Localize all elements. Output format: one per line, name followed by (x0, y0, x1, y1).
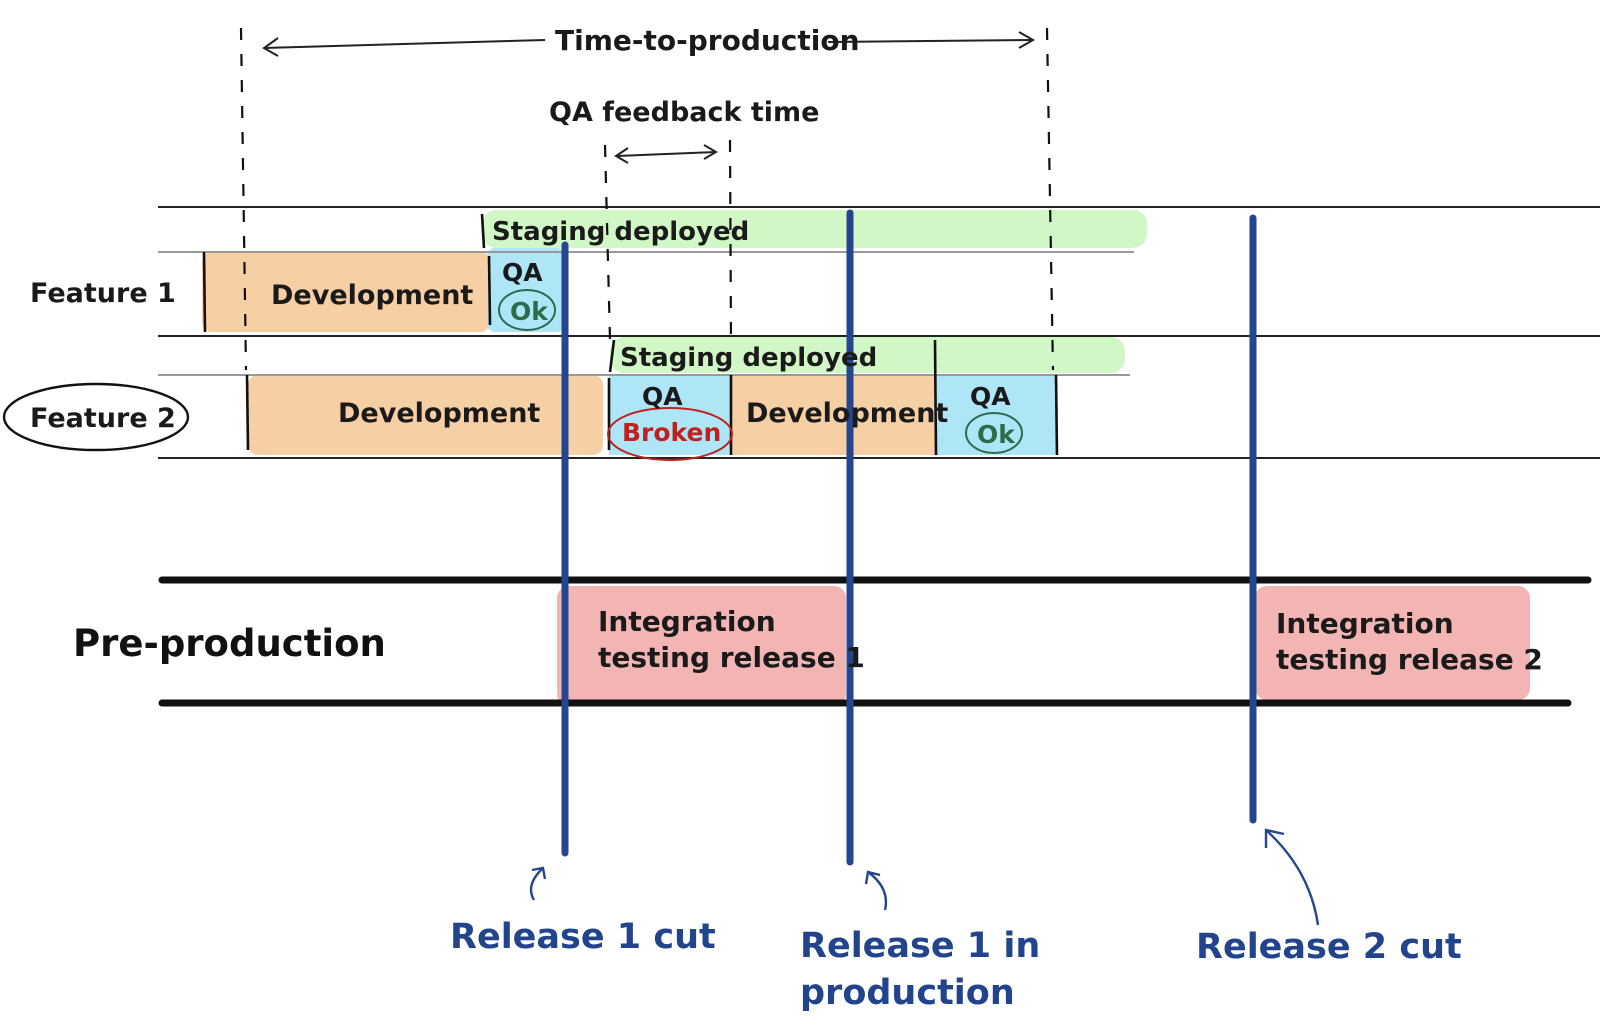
release-1-production-label-line1: Release 1 in (800, 926, 1040, 966)
feature2-ok-circle (965, 412, 1023, 454)
feature2-ok-label: Ok (977, 420, 1016, 449)
release-1-production-label-line2: production (800, 973, 1015, 1013)
feature2-staging-label: Staging deployed (620, 343, 877, 373)
f2-end-tick (1054, 374, 1059, 456)
feature2-broken-label: Broken (622, 418, 721, 447)
feature2-qa-label-1: QA (642, 382, 683, 411)
time-to-production-arrow-left (263, 39, 546, 49)
f1-staging-tick (480, 213, 486, 249)
integration-release-1-block (557, 586, 846, 706)
integration-release-2-line1: Integration (1276, 607, 1454, 640)
release-2-cut-label: Release 2 cut (1196, 927, 1462, 967)
integration-release-1-line1: Integration (598, 605, 776, 638)
preproduction-label: Pre-production (73, 622, 386, 665)
release-1-cut-label: Release 1 cut (450, 917, 716, 957)
feature2-qa-block-2 (936, 375, 1056, 455)
time-to-production-arrow-right (827, 39, 1034, 43)
guide-qa-end (728, 139, 733, 341)
feature2-development-label-1: Development (338, 398, 540, 429)
feature2-qa-label-2: QA (970, 382, 1011, 411)
qa-feedback-arrowhead-left (614, 147, 629, 164)
feature2-development-label-2: Development (746, 398, 948, 429)
release-2-cut-pointer (1265, 829, 1320, 926)
feature2-staging-bar (610, 337, 1125, 373)
qa-feedback-arrow (615, 151, 717, 157)
feature1-qa-label: QA (502, 258, 543, 287)
release-1-production-pointer (867, 871, 888, 911)
release-1-cut-pointer (529, 867, 544, 901)
guide-start (239, 27, 248, 371)
release-1-cut-pointer-head (531, 866, 547, 880)
feature1-development-label: Development (271, 280, 473, 311)
time-to-production-label: Time-to-production (555, 24, 860, 57)
f1-dev-end-tick (487, 255, 492, 326)
integration-release-1-line2: testing release 1 (598, 641, 865, 674)
feature1-ok-circle (498, 289, 556, 331)
time-to-production-arrowhead-left (262, 37, 279, 57)
feature1-staging-bar (482, 210, 1147, 248)
qa-feedback-time-label: QA feedback time (549, 97, 819, 128)
feature2-broken-circle (607, 407, 733, 461)
guide-end (1045, 27, 1055, 371)
qa-feedback-arrowhead-right (703, 144, 718, 160)
release-1-production-pointer-head (864, 870, 881, 885)
feature2-development-block-1 (248, 375, 603, 455)
feature1-label: Feature 1 (30, 278, 176, 309)
feature1-development-block (202, 252, 490, 332)
feature2-label: Feature 2 (30, 403, 176, 434)
time-to-production-arrowhead-right (1018, 31, 1036, 49)
feature1-ok-label: Ok (510, 297, 549, 326)
release-2-cut-pointer-head (1264, 828, 1285, 848)
f2-dev-start-tick (245, 374, 250, 451)
feature2-ellipse (2, 382, 190, 452)
feature1-staging-label: Staging deployed (492, 217, 749, 247)
integration-release-2-block (1255, 586, 1530, 700)
integration-release-2-line2: testing release 2 (1276, 643, 1543, 676)
feature2-development-block-2 (731, 375, 936, 455)
f1-dev-start-tick (202, 251, 207, 333)
guide-qa-start (603, 144, 612, 341)
f2-qa2-start-tick (933, 339, 938, 456)
f2-staging-tick (608, 339, 616, 373)
